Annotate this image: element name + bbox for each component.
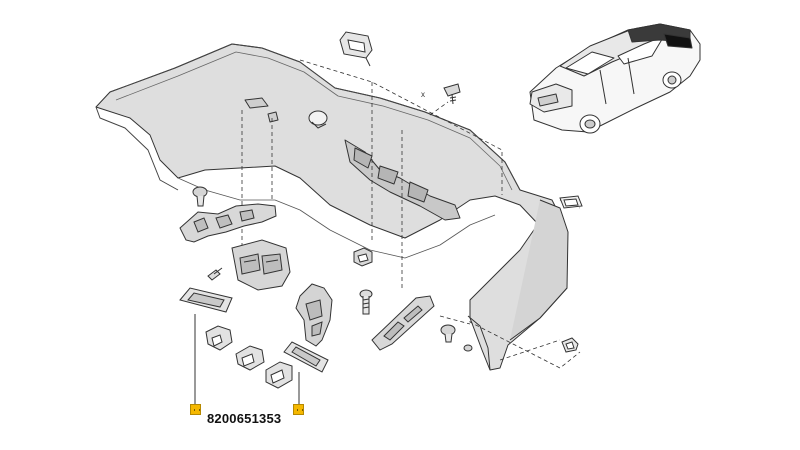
clip-plate-right[interactable] xyxy=(559,195,583,209)
screw-center[interactable] xyxy=(359,289,373,315)
clip-bottom-right[interactable] xyxy=(561,337,579,353)
leader-lines xyxy=(241,59,581,369)
side-support-bracket-left[interactable] xyxy=(179,203,277,243)
bracket-top[interactable] xyxy=(339,31,373,67)
part-number-label: 8200651353 xyxy=(207,411,282,426)
clip-nut-center[interactable] xyxy=(353,247,373,267)
reference-marker-right[interactable] xyxy=(293,404,304,415)
marker-leaders xyxy=(194,314,300,404)
guide-rail-bracket[interactable] xyxy=(371,295,435,351)
reference-marker-left[interactable] xyxy=(190,404,201,415)
callout-x: x xyxy=(421,90,425,99)
retaining-clips[interactable] xyxy=(205,325,293,389)
reflector-housing[interactable] xyxy=(179,287,233,313)
screw-small-left[interactable] xyxy=(207,267,223,281)
push-clip-left[interactable] xyxy=(192,186,208,207)
vehicle-location-illustration xyxy=(529,23,701,134)
push-clip-right[interactable] xyxy=(440,324,473,352)
reflector-right[interactable] xyxy=(283,341,329,373)
bumper-side-bracket[interactable] xyxy=(295,283,333,347)
bumper-bracket-block[interactable] xyxy=(231,239,291,291)
rear-bumper-cover[interactable] xyxy=(95,43,569,371)
bolt-top[interactable] xyxy=(443,83,461,105)
